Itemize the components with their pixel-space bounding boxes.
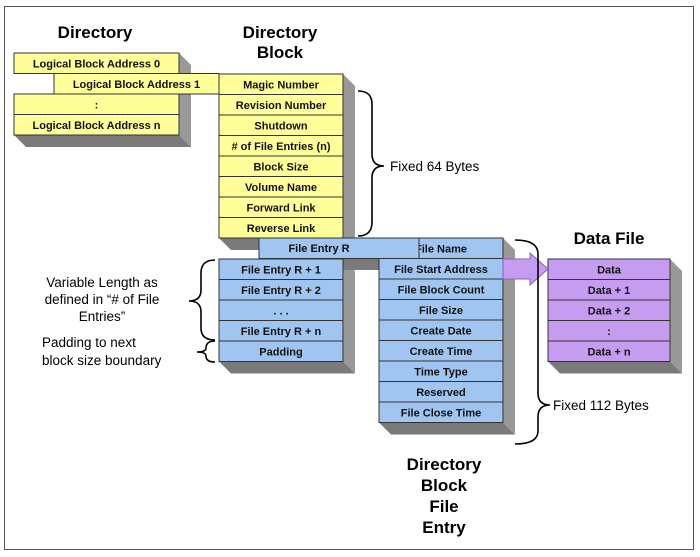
entries-cell-padding [218, 340, 344, 362]
brace-fixed-112 [514, 239, 551, 445]
variable-note-line2: defined in “# of File [45, 292, 160, 307]
variable-note-line3: Entries” [79, 309, 126, 324]
fixed-64-note: Fixed 64 Bytes [390, 159, 480, 174]
directory_block-label-reverse-link: Reverse Link [247, 223, 316, 235]
directory_block-label-volume-name: Volume Name [245, 182, 317, 194]
directory-depth-bottom [14, 135, 191, 147]
entries-label-padding: Padding [259, 346, 302, 358]
padding-note-line2: block size boundary [42, 353, 162, 368]
entries-depth [343, 259, 355, 374]
file-entry-title-line1: Directory [407, 455, 482, 474]
directory-cell-logical-block-address-n [13, 114, 180, 136]
file_entry-label-create-date: Create Date [410, 325, 471, 337]
directory_block-label-block-size: Block Size [253, 161, 308, 173]
brace-padding [196, 340, 216, 363]
directory-label-logical-block-address-0: Logical Block Address 0 [33, 58, 160, 70]
data_file-cell-data-n [547, 340, 671, 362]
file_entry-depth-bottom [379, 422, 515, 435]
file_entry-label-time-type: Time Type [414, 366, 467, 378]
depth-shadows [14, 53, 682, 435]
directory-label-logical-block-address-n: Logical Block Address n [33, 120, 161, 132]
directory-block-title-line2: Block [257, 43, 304, 62]
entries-label-file-entry-r-1: File Entry R + 1 [241, 264, 321, 276]
data_file-label-ellipsis: : [607, 326, 611, 338]
data_file-label-data-1: Data + 1 [588, 285, 631, 297]
diagram-frame [4, 6, 694, 550]
brace-variable-length [188, 259, 216, 341]
entries-depth-bottom [219, 361, 355, 374]
file_entry-label-file-start-address: File Start Address [394, 264, 488, 276]
directory-title: Directory [58, 23, 133, 42]
directory_block-depth [343, 74, 355, 250]
file-entry-r-bar [258, 237, 420, 259]
file_entry-label-file-close-time: File Close Time [401, 407, 482, 419]
entries-label-file-entry-r-n: File Entry R + n [241, 326, 322, 338]
entries-label-file-entry-r-2: File Entry R + 2 [241, 285, 321, 297]
file_entry-label-create-time: Create Time [410, 346, 473, 358]
directory_block-label-of-file-entries-n: # of File Entries (n) [231, 141, 330, 153]
file-entry-title-line2: Block [421, 476, 468, 495]
fixed-112-note: Fixed 112 Bytes [553, 398, 649, 413]
data_file-label-data-2: Data + 2 [588, 305, 631, 317]
start-address-arrow [502, 251, 549, 287]
data_file-depth [670, 259, 682, 374]
data_file-label-data: Data [597, 264, 622, 276]
file-entry-r-label: File Entry R [288, 243, 349, 255]
padding-note-line1: Padding to next [42, 335, 136, 350]
data_file-depth-bottom [548, 361, 682, 374]
directory-block-title-line1: Directory [243, 23, 318, 42]
file-entry-title-line4: Entry [422, 518, 466, 537]
data-file-title: Data File [574, 229, 645, 248]
brace-fixed-64 [357, 90, 385, 237]
file_entry-cell-file-close-time [378, 401, 504, 423]
directory-label-ellipsis: : [95, 99, 99, 111]
file_entry-label-file-size: File Size [419, 305, 463, 317]
file_entry-depth [503, 238, 515, 435]
directory_block-label-shutdown: Shutdown [254, 120, 307, 132]
entries-label-ellipsis: . . . [273, 305, 288, 317]
directory_block-label-revision-number: Revision Number [236, 100, 327, 112]
file_entry-label-file-name: File Name [415, 243, 467, 255]
cells-layer: Logical Block Address 0 Logical Block Add… [13, 52, 671, 423]
directory_block-label-magic-number: Magic Number [243, 79, 320, 91]
directory-depth [179, 53, 191, 147]
data_file-label-data-n: Data + n [587, 346, 630, 358]
file_entry-label-file-block-count: File Block Count [398, 284, 485, 296]
variable-note-line1: Variable Length as [46, 275, 158, 290]
file_entry-label-reserved: Reserved [416, 387, 466, 399]
file-entry-title-line3: File [429, 497, 458, 516]
directory-label-logical-block-address-1: Logical Block Address 1 [73, 79, 200, 91]
directory_block-label-forward-link: Forward Link [246, 202, 316, 214]
